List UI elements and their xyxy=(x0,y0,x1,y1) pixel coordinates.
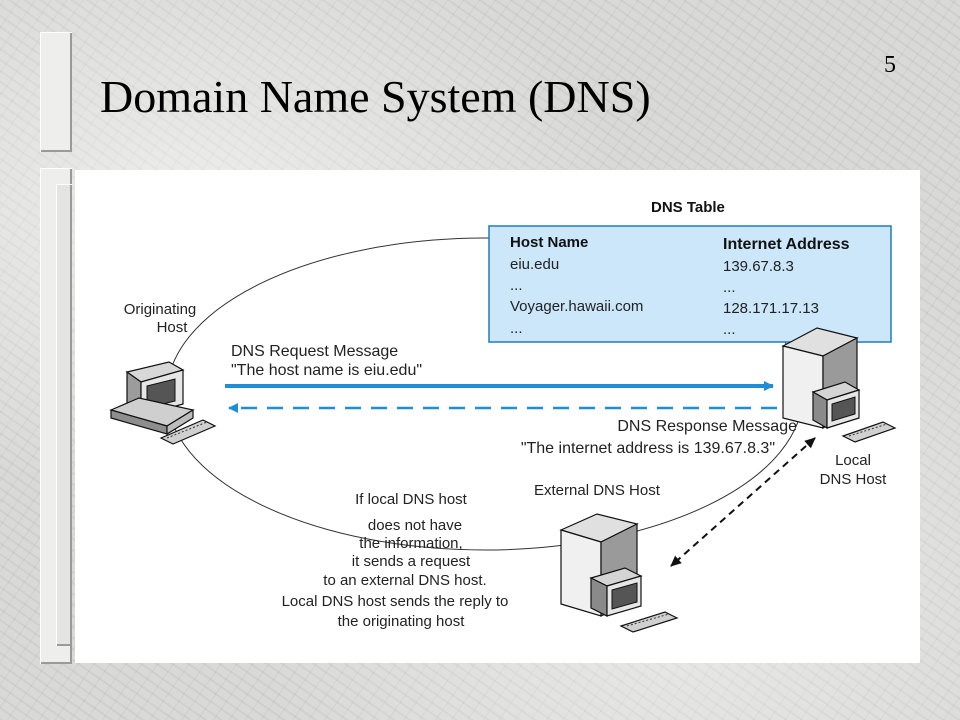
dns-table-header-address: Internet Address xyxy=(723,236,850,253)
dns-diagram-panel: DNS Table Host Name Internet Address eiu… xyxy=(75,170,920,663)
note-line: Local DNS host sends the reply to xyxy=(282,593,509,610)
note-line: to an external DNS host. xyxy=(323,572,486,589)
dns-request-title: DNS Request Message xyxy=(231,343,398,360)
external-dns-host-server-icon xyxy=(559,513,679,633)
dns-table-row-host: eiu.edu xyxy=(510,256,559,273)
dns-request-text: "The host name is eiu.edu" xyxy=(231,362,422,379)
dns-table-title: DNS Table xyxy=(651,199,725,216)
external-dns-host-label: External DNS Host xyxy=(534,482,661,499)
dns-table-row-address: ... xyxy=(723,321,736,338)
dns-response-title: DNS Response Message xyxy=(617,418,797,435)
dns-table-row-host: ... xyxy=(510,320,523,337)
dns-table xyxy=(488,225,892,343)
originating-host-computer-icon xyxy=(109,361,217,445)
note-line: If local DNS host xyxy=(355,491,468,508)
page-number: 5 xyxy=(884,52,896,78)
title-frame-bar xyxy=(40,32,72,152)
dns-table-header-host: Host Name xyxy=(510,234,588,251)
originating-host-label: Host xyxy=(157,319,189,336)
dns-table-row-address: 128.171.17.13 xyxy=(723,300,819,317)
originating-host-label: Originating xyxy=(124,301,197,318)
dns-diagram: DNS Table Host Name Internet Address eiu… xyxy=(109,199,897,633)
dns-table-row-host: Voyager.hawaii.com xyxy=(510,298,643,315)
slide-title: Domain Name System (DNS) xyxy=(100,71,651,122)
dns-response-text: "The internet address is 139.67.8.3" xyxy=(521,440,775,457)
local-dns-host-server-icon xyxy=(781,327,897,443)
note-line: the originating host xyxy=(338,613,466,630)
dns-table-row-host: ... xyxy=(510,277,523,294)
dns-forward-arrow xyxy=(670,437,816,567)
note-line: it sends a request xyxy=(352,553,471,570)
content-frame-inner-bar xyxy=(56,184,72,646)
dns-table-row-address: 139.67.8.3 xyxy=(723,258,794,275)
local-dns-host-label: Local xyxy=(835,452,871,469)
dns-table-row-address: ... xyxy=(723,279,736,296)
note-line: does not have xyxy=(368,517,462,534)
note-line: the information, xyxy=(359,535,462,552)
local-dns-host-label: DNS Host xyxy=(820,471,888,488)
